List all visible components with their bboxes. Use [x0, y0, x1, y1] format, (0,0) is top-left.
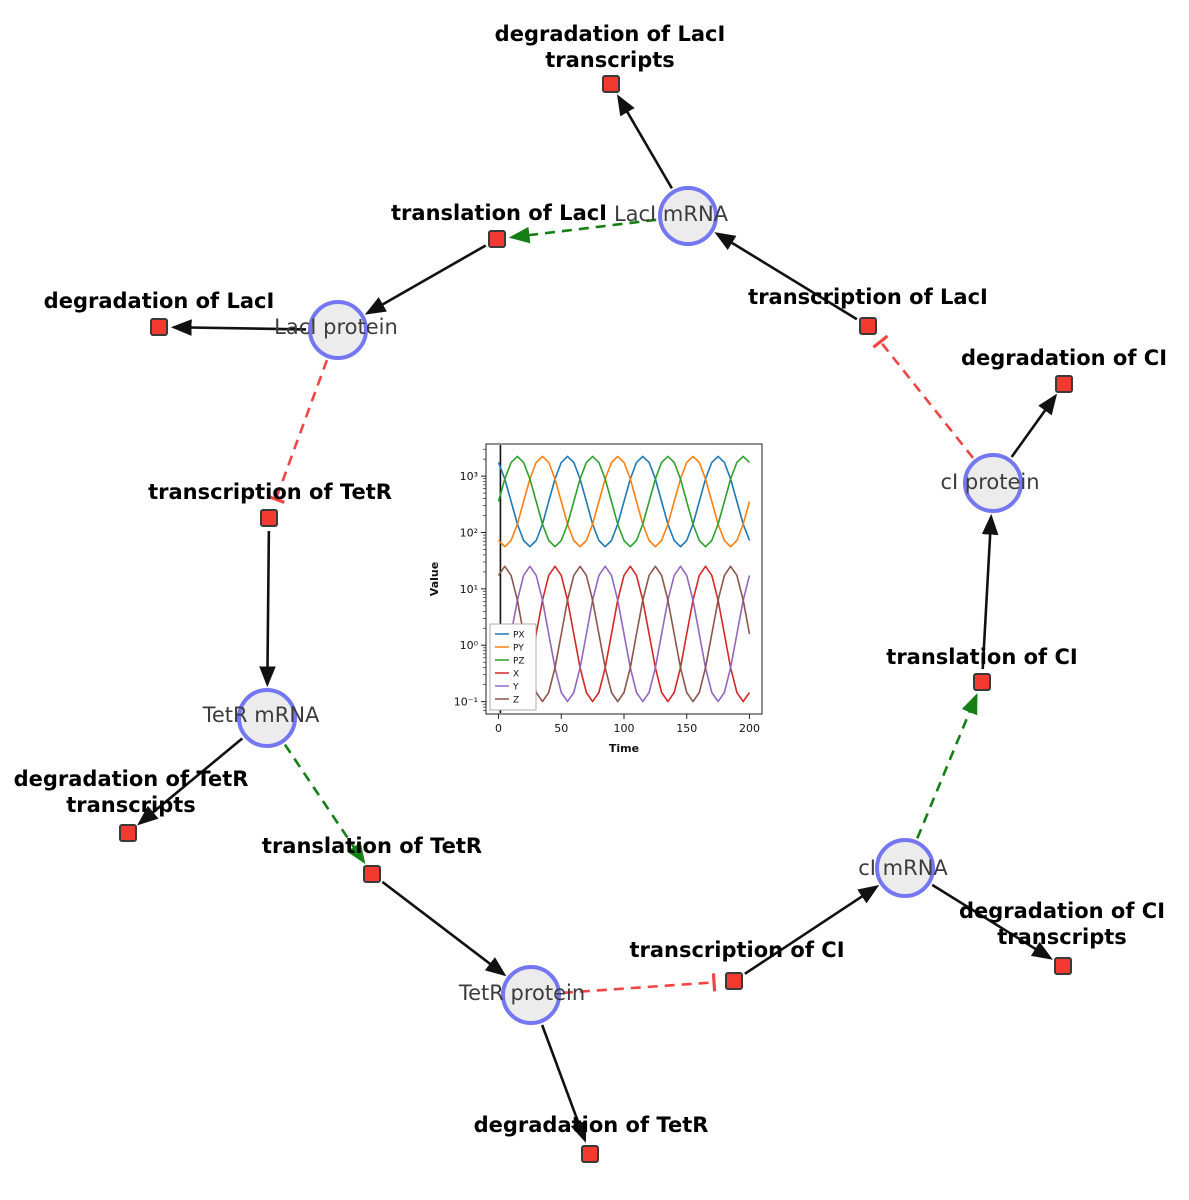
chart-element: 10⁻¹ [454, 696, 478, 709]
edge-consumption-tetr_protein-deg_tetr [540, 1024, 587, 1143]
species-node-tetr-mrna[interactable] [237, 688, 297, 748]
species-label-ci-protein: cI protein [940, 470, 1040, 494]
species-node-ci-protein[interactable] [963, 453, 1023, 513]
chart-element: 10⁰ [460, 639, 479, 652]
edge-modifier-ci_mrna-transl_ci [916, 692, 978, 839]
reaction-node-transcription-of-tetr[interactable] [260, 509, 278, 527]
edge-consumption-ci_protein-deg_ci [1010, 393, 1058, 458]
reaction-node-transcription-of-ci[interactable] [725, 972, 743, 990]
species-label-laci-protein: LacI protein [274, 315, 398, 339]
chart-element: PZ [513, 657, 525, 667]
reaction-node-transcription-of-laci[interactable] [859, 317, 877, 335]
chart-element: 0 [495, 722, 502, 735]
chart-element: Value [428, 562, 441, 596]
species-label-ci-mrna: cI mRNA [858, 856, 948, 880]
inhibition-tbar-icon [266, 494, 285, 504]
reaction-label-degradation-of-tetr: degradation of TetR [473, 1112, 709, 1137]
reaction-node-degradation-of-ci-transcripts[interactable] [1054, 957, 1072, 975]
reaction-node-translation-of-laci[interactable] [488, 230, 506, 248]
reaction-node-degradation-of-ci[interactable] [1055, 375, 1073, 393]
chart-element [489, 623, 537, 711]
chart-element: 100 [614, 722, 635, 735]
reaction-label-degradation-of-laci: degradation of LacI [43, 288, 275, 313]
species-node-ci-mrna[interactable] [875, 838, 935, 898]
series-line-X [497, 565, 751, 703]
edge-production-transl_laci-laci_protein [364, 244, 487, 315]
chart-element: 200 [739, 722, 760, 735]
edge-consumption-ci_mrna-deg_ci_tx [931, 883, 1053, 960]
reaction-label-translation-of-ci: translation of CI [886, 644, 1078, 669]
edge-modifier-tetr_mrna-transl_tetr [283, 743, 366, 865]
edge-modifier-laci_mrna-transl_laci [508, 218, 657, 244]
series-line-PY [497, 455, 751, 548]
series-line-Y [497, 565, 751, 703]
chart-element: 10³ [460, 470, 478, 483]
species-node-laci-protein[interactable] [308, 300, 368, 360]
series-line-PZ [497, 455, 751, 548]
edge-production-txn_ci-ci_mrna [744, 885, 880, 975]
chart-element: X [513, 670, 519, 680]
reaction-node-degradation-of-tetr-transcripts[interactable] [119, 824, 137, 842]
edge-production-transl_ci-ci_protein [981, 513, 999, 670]
edge-production-txn_tetr-tetr_mrna [259, 530, 276, 688]
chart-element: Y [512, 683, 519, 693]
series-line-PX [497, 455, 751, 548]
chart-element: 150 [676, 722, 697, 735]
inhibition-tbar-icon [872, 334, 889, 349]
species-node-tetr-protein[interactable] [501, 965, 561, 1025]
reaction-label-degradation-of-laci-transcripts: degradation of LacI transcripts [494, 21, 726, 72]
chart-element: 50 [554, 722, 568, 735]
reaction-node-translation-of-ci[interactable] [973, 673, 991, 691]
species-label-tetr-mrna: TetR mRNA [202, 703, 320, 727]
chart-element: PY [513, 644, 524, 654]
species-label-laci-mrna: LacI mRNA [613, 202, 729, 226]
reaction-node-degradation-of-tetr[interactable] [581, 1145, 599, 1163]
chart-element: Z [513, 696, 519, 706]
reaction-label-translation-of-tetr: translation of TetR [261, 833, 483, 858]
species-label-tetr-protein: TetR protein [458, 981, 586, 1005]
edge-consumption-tetr_mrna-deg_tetr_tx [137, 737, 244, 826]
chart-element: Time [609, 742, 639, 755]
chart-element: 10¹ [460, 583, 478, 596]
edge-consumption-laci_mrna-deg_laci_tx [616, 94, 673, 190]
edge-production-transl_tetr-tetr_protein [381, 880, 507, 977]
reaction-label-degradation-of-ci-transcripts: degradation of CI transcripts [958, 898, 1166, 949]
reaction-label-translation-of-laci: translation of LacI [391, 200, 607, 225]
series-line-Z [497, 565, 751, 703]
edge-production-txn_laci-laci_mrna [714, 232, 858, 321]
reaction-label-transcription-of-laci: transcription of LacI [748, 284, 988, 309]
edge-inhibition-ci_protein-txn_laci [879, 340, 975, 459]
reaction-node-degradation-of-laci[interactable] [150, 318, 168, 336]
reaction-label-degradation-of-ci: degradation of CI [960, 345, 1168, 370]
edge-consumption-laci_protein-deg_laci [170, 319, 307, 336]
reaction-node-translation-of-tetr[interactable] [363, 865, 381, 883]
inhibition-tbar-icon [711, 973, 717, 992]
reaction-label-degradation-of-tetr-transcripts: degradation of TetR transcripts [13, 766, 249, 817]
reaction-label-transcription-of-ci: transcription of CI [629, 937, 845, 962]
chart-element: PX [513, 631, 525, 641]
chart-element: 10² [460, 526, 478, 539]
species-node-laci-mrna[interactable] [658, 186, 718, 246]
edge-inhibition-tetr_protein-txn_ci [562, 981, 715, 995]
reaction-label-transcription-of-tetr: transcription of TetR [148, 479, 392, 504]
edge-inhibition-laci_protein-txn_tetr [274, 359, 329, 500]
reaction-node-degradation-of-laci-transcripts[interactable] [602, 75, 620, 93]
